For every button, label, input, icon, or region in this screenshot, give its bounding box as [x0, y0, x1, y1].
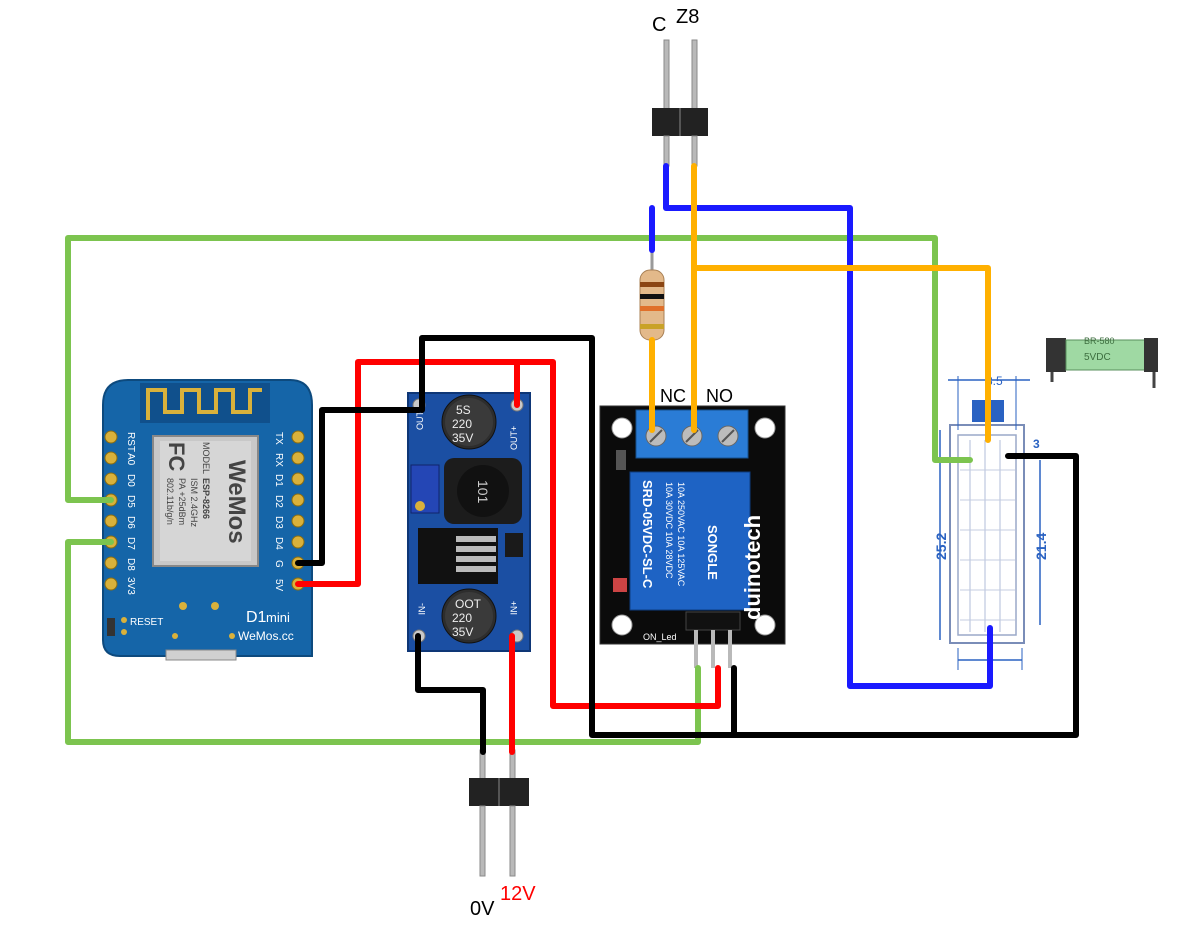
wire-red-relay	[514, 359, 721, 709]
inductor-label: 101	[475, 480, 491, 504]
cap-top-line1: 5S	[456, 403, 471, 417]
pin-3v3: 3V3	[125, 577, 136, 595]
cap-bottom-line1: OOT	[455, 597, 482, 611]
pin-label-c: C	[652, 14, 666, 36]
reed-switch-photo: BR-580 5VDC	[1046, 336, 1158, 388]
pin-d1: D1	[273, 474, 284, 487]
pin-d0: D0	[125, 474, 136, 487]
relay-led-label: ON_Led	[643, 632, 677, 642]
relay-nc-label: NC	[660, 386, 686, 406]
board-suffix: mini	[266, 610, 290, 625]
label-in-plus: IN+	[509, 601, 519, 615]
shield-brand: WeMos	[223, 460, 250, 544]
shield-chip: ESP-8266	[201, 478, 211, 519]
wire-black-outminus	[419, 335, 1079, 738]
pin-rx: RX	[273, 453, 284, 467]
relay-spec-2: 10A 30VDC 10A 28VDC	[664, 482, 674, 579]
board-name: D1	[246, 609, 267, 626]
wire-green-d7	[65, 539, 701, 745]
wire-green-d5	[65, 235, 973, 503]
pin-d8: D8	[125, 558, 136, 571]
relay-maker: SONGLE	[705, 525, 720, 580]
pin-d6: D6	[125, 516, 136, 529]
pin-d5: D5	[125, 495, 136, 508]
shield-fc: FC	[164, 442, 189, 471]
relay-spec-1: 10A 250VAC 10A 125VAC	[676, 482, 686, 587]
relay-brand: duinotech	[740, 515, 765, 620]
relay-no-label: NO	[706, 386, 733, 406]
label-out-plus: OUT+	[509, 426, 519, 450]
pin-g: G	[273, 560, 284, 568]
pin-d4: D4	[273, 537, 284, 550]
shield-ism: ISM 2.4GHz	[189, 478, 199, 528]
label-in-minus: IN-	[417, 603, 427, 615]
reed-photo-top: BR-580	[1084, 336, 1115, 346]
cap-bottom-line3: 35V	[452, 625, 473, 639]
pin-tx: TX	[273, 432, 284, 445]
buck-converter: 5S 220 35V 101 OOT 220 35V OUT- OUT+ IN-…	[407, 392, 531, 652]
pin-rst: RST	[125, 432, 136, 452]
top-pin-header: C Z8	[652, 6, 708, 167]
wire-orange-reed	[691, 265, 991, 443]
wires	[65, 163, 1079, 755]
shield-pa: PA +25dBm	[177, 478, 187, 525]
pin-5v: 5V	[273, 579, 284, 592]
pin-a0: A0	[125, 453, 136, 466]
dim-right: 21.4	[1033, 533, 1049, 560]
wemos-d1-mini: WeMos MODEL ESP-8266 ISM 2.4GHz PA +25dB…	[102, 379, 313, 661]
cap-top-line2: 220	[452, 417, 472, 431]
reset-label: RESET	[130, 617, 163, 628]
pin-label-0v: 0V	[470, 898, 495, 920]
pin-d2: D2	[273, 495, 284, 508]
cap-top-line3: 35V	[452, 431, 473, 445]
cap-bottom-line2: 220	[452, 611, 472, 625]
board-site: WeMos.cc	[238, 629, 294, 643]
pin-label-z8: Z8	[676, 6, 699, 28]
reed-photo-label: 5VDC	[1084, 352, 1111, 363]
dim-top: 3	[1033, 437, 1040, 451]
wire-black-g	[295, 407, 422, 566]
resistor	[639, 250, 665, 341]
wire-black-in	[415, 633, 486, 755]
label-out-minus: OUT-	[415, 408, 425, 430]
pin-label-12v: 12V	[500, 883, 536, 905]
shield-model-label: MODEL	[201, 442, 211, 474]
pin-d3: D3	[273, 516, 284, 529]
dim-left: 25.2	[933, 533, 949, 560]
bottom-pin-header: 0V 12V	[469, 749, 536, 920]
wire-red-5v	[295, 359, 520, 587]
shield-wifi: 802.11b/g/n	[165, 478, 175, 525]
pin-d7: D7	[125, 537, 136, 550]
relay-model: SRD-05VDC-SL-C	[640, 480, 655, 589]
wire-blue	[663, 163, 993, 689]
